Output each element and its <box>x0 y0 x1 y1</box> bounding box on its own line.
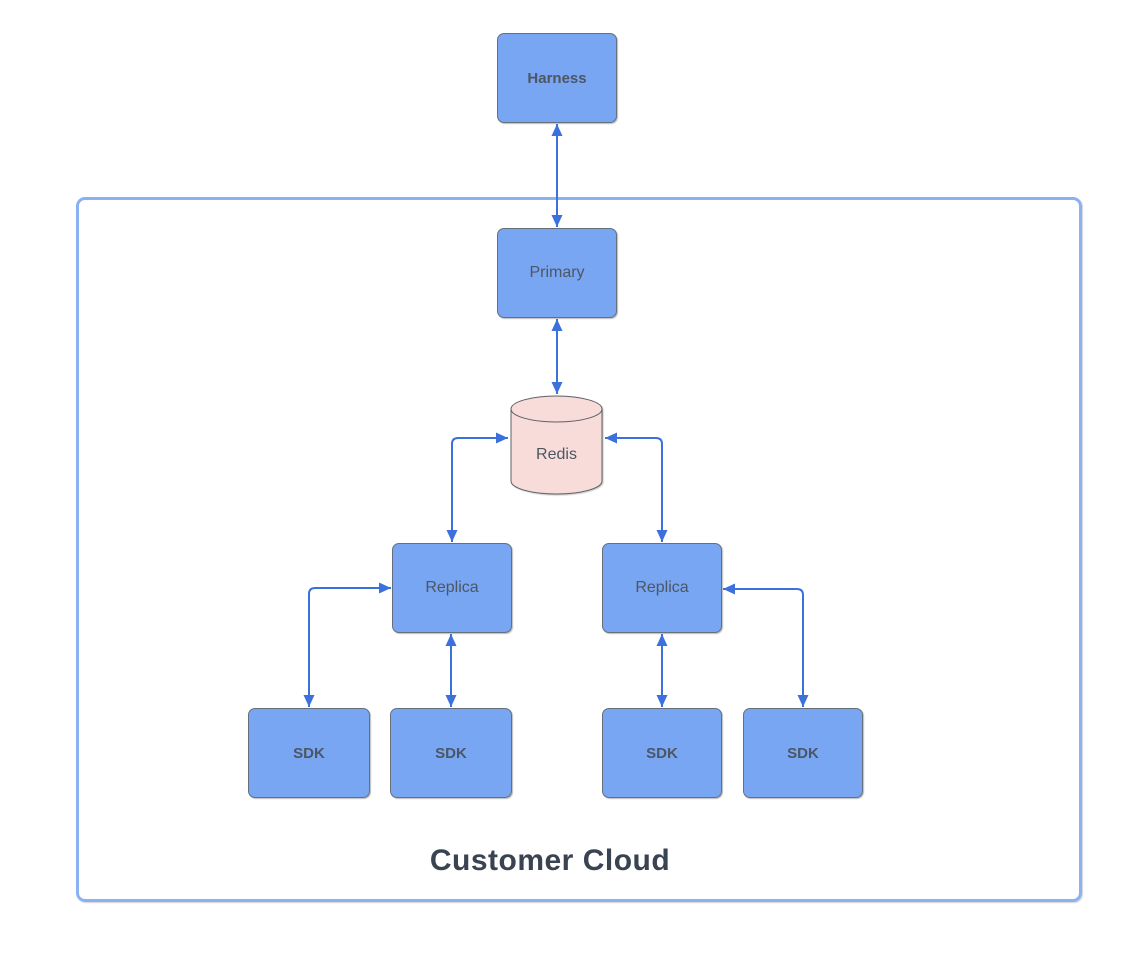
database-cylinder-icon <box>510 395 603 495</box>
node-primary-label: Primary <box>529 264 585 281</box>
node-sdk-1-label: SDK <box>293 744 325 762</box>
node-harness: Harness <box>497 33 617 123</box>
node-replica-left-label: Replica <box>425 579 479 596</box>
node-replica-right-label: Replica <box>635 579 689 596</box>
node-sdk-2-label: SDK <box>435 744 467 762</box>
node-sdk-4: SDK <box>743 708 863 798</box>
node-primary: Primary <box>497 228 617 318</box>
customer-cloud-boundary <box>76 197 1082 902</box>
node-sdk-3-label: SDK <box>646 744 678 762</box>
node-sdk-3: SDK <box>602 708 722 798</box>
customer-cloud-label: Customer Cloud <box>429 844 671 877</box>
node-redis-label: Redis <box>536 446 577 463</box>
node-redis: Redis <box>510 395 603 495</box>
node-replica-left: Replica <box>392 543 512 633</box>
node-replica-right: Replica <box>602 543 722 633</box>
node-harness-label: Harness <box>527 69 587 87</box>
node-sdk-4-label: SDK <box>787 744 819 762</box>
node-sdk-1: SDK <box>248 708 370 798</box>
node-sdk-2: SDK <box>390 708 512 798</box>
